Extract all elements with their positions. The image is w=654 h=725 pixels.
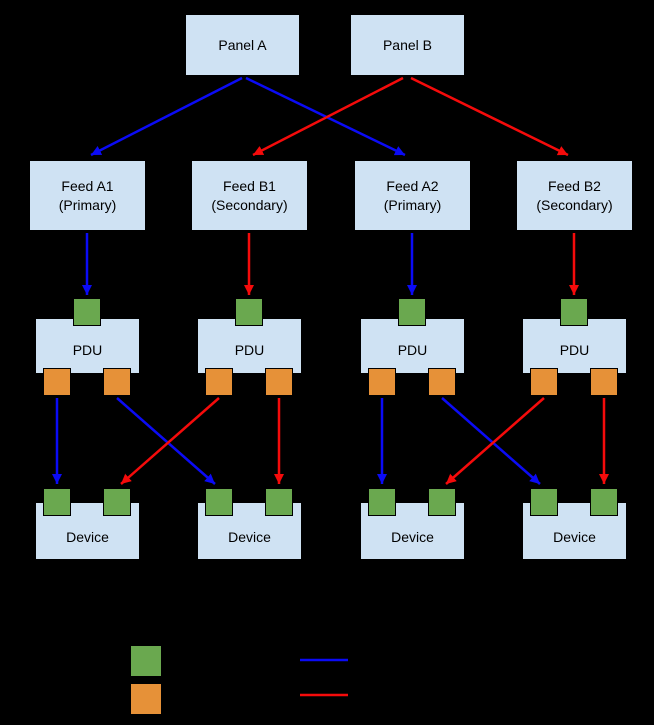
pdu-4-output-port-left bbox=[530, 368, 558, 396]
pdu-1-label: PDU bbox=[72, 341, 103, 358]
pdu-2-input-port bbox=[235, 298, 263, 326]
device-2-label: Device bbox=[228, 528, 271, 545]
pdu-2-box: PDU bbox=[197, 318, 302, 374]
feed-a1-role: (Primary) bbox=[58, 196, 117, 213]
device-1-input-port-right bbox=[103, 488, 131, 516]
device-3-input-port-left bbox=[368, 488, 396, 516]
pdu-4-box: PDU bbox=[522, 318, 627, 374]
pdu-3-input-port bbox=[398, 298, 426, 326]
device-1-input-port-left bbox=[43, 488, 71, 516]
pdu-2-output-port-right bbox=[265, 368, 293, 396]
feed-a1-box: Feed A1 (Primary) bbox=[29, 160, 146, 231]
panel-b-label: Panel B bbox=[382, 36, 433, 53]
panel-a-label: Panel A bbox=[218, 36, 267, 53]
pdu-4-output-port-right bbox=[590, 368, 618, 396]
legend-input-port-swatch bbox=[130, 645, 162, 677]
pdu-1-input-port bbox=[73, 298, 101, 326]
feed-a2-name: Feed A2 bbox=[386, 177, 439, 194]
feed-a2-role: (Primary) bbox=[383, 196, 442, 213]
pdu-3-output-port-right bbox=[428, 368, 456, 396]
feed-a2-box: Feed A2 (Primary) bbox=[354, 160, 471, 231]
pdu-4-label: PDU bbox=[559, 341, 590, 358]
feed-b2-role: (Secondary) bbox=[536, 196, 613, 213]
device-4-label: Device bbox=[553, 528, 596, 545]
pdu-3-box: PDU bbox=[360, 318, 465, 374]
panel-b-box: Panel B bbox=[350, 14, 465, 76]
device-1-label: Device bbox=[66, 528, 109, 545]
device-4-input-port-right bbox=[590, 488, 618, 516]
device-4-input-port-left bbox=[530, 488, 558, 516]
pdu-3-label: PDU bbox=[397, 341, 428, 358]
device-2-input-port-left bbox=[205, 488, 233, 516]
device-3-label: Device bbox=[391, 528, 434, 545]
arrow-panel-b-to-feed-b1 bbox=[252, 76, 404, 157]
pdu-1-output-port-left bbox=[43, 368, 71, 396]
arrow-pdu-2-to-device-1 bbox=[120, 397, 220, 485]
legend-output-port-swatch bbox=[130, 683, 162, 715]
feed-b1-name: Feed B1 bbox=[223, 177, 276, 194]
pdu-2-output-port-left bbox=[205, 368, 233, 396]
arrow-panel-b-to-feed-b2 bbox=[410, 76, 569, 157]
pdu-1-output-port-right bbox=[103, 368, 131, 396]
feed-b1-role: (Secondary) bbox=[211, 196, 288, 213]
arrow-panel-a-to-feed-a1 bbox=[90, 76, 243, 157]
feed-b2-name: Feed B2 bbox=[548, 177, 601, 194]
arrow-pdu-1-to-device-2 bbox=[116, 397, 216, 485]
feed-a1-name: Feed A1 bbox=[61, 177, 114, 194]
pdu-4-input-port bbox=[560, 298, 588, 326]
device-2-input-port-right bbox=[265, 488, 293, 516]
device-3-input-port-right bbox=[428, 488, 456, 516]
feed-b1-box: Feed B1 (Secondary) bbox=[191, 160, 308, 231]
panel-a-box: Panel A bbox=[185, 14, 300, 76]
arrow-pdu-3-to-device-4 bbox=[441, 397, 541, 485]
arrow-panel-a-to-feed-a2 bbox=[245, 76, 406, 157]
pdu-1-box: PDU bbox=[35, 318, 140, 374]
arrow-pdu-4-to-device-3 bbox=[445, 397, 545, 485]
pdu-2-label: PDU bbox=[234, 341, 265, 358]
pdu-3-output-port-left bbox=[368, 368, 396, 396]
feed-b2-box: Feed B2 (Secondary) bbox=[516, 160, 633, 231]
